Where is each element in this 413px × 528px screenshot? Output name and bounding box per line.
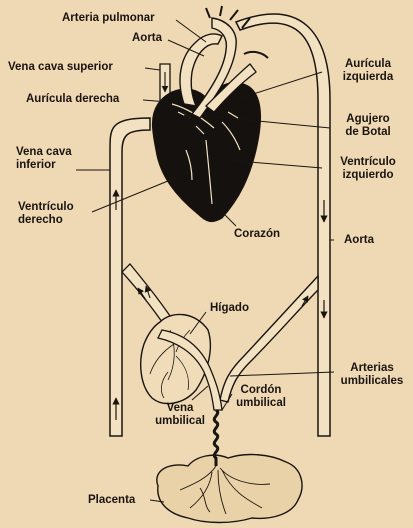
label-ventriculo-derecho: Ventrículo derecho [18,201,74,227]
label-higado: Hígado [210,302,249,315]
label-agujero-de-botal: Agujero de Botal [332,113,404,139]
label-corazon: Corazón [234,228,280,241]
label-vena-cava-inferior: Vena cava inferior [16,146,72,172]
label-cordon-umbilical: Cordón umbilical [226,384,296,410]
label-arterias-umbilicales: Arterias umbilicales [332,362,412,388]
label-vena-cava-superior: Vena cava superior [8,61,113,74]
pulmonary-branch [244,52,268,58]
label-auricula-derecha: Aurícula derecha [26,93,119,106]
label-placenta: Placenta [88,494,135,507]
label-arteria-pulmonar: Arteria pulmonar [62,12,155,25]
label-aorta-right: Aorta [344,234,374,247]
label-ventriculo-izquierdo: Ventrículo izquierdo [326,156,410,182]
label-auricula-izquierda: Aurícula izquierda [328,58,408,84]
placenta-shape [157,455,302,523]
label-vena-umbilical: Vena umbilical [148,402,212,428]
umbilical-cord [214,410,217,466]
label-aorta-top: Aorta [132,32,162,45]
